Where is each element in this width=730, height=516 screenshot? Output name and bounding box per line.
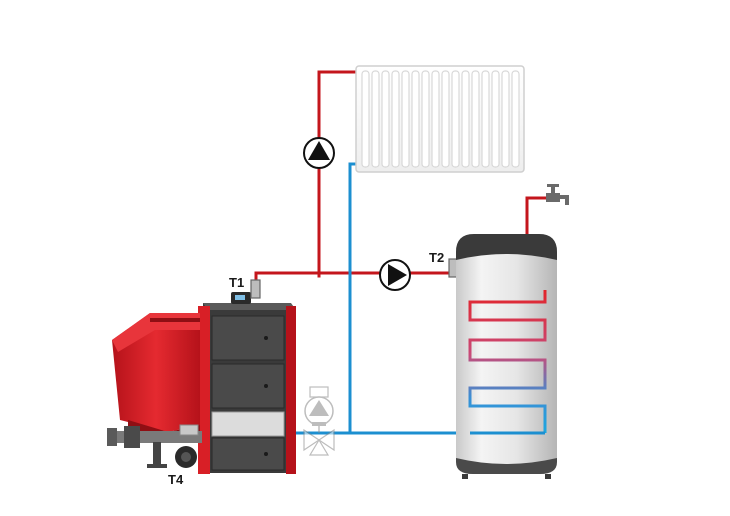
t1-sensor — [250, 279, 261, 299]
tap-icon — [546, 184, 569, 205]
heat-exchanger-coil — [468, 290, 547, 433]
radiator-pump — [303, 137, 335, 169]
hot-water-tank — [456, 234, 557, 479]
auger-feeder — [107, 424, 202, 468]
boiler — [198, 292, 296, 474]
label-t2: T2 — [429, 250, 444, 265]
tank-pump — [379, 259, 411, 291]
controller-icon — [231, 292, 251, 304]
mixing-valve-icon — [303, 422, 335, 456]
pump-icon — [308, 141, 330, 160]
radiator-icon — [361, 70, 520, 168]
radiator — [355, 65, 525, 173]
pellet-hopper — [112, 313, 200, 440]
mixing-valve-assembly — [303, 386, 335, 456]
pump-icon — [388, 264, 407, 286]
label-t1: T1 — [229, 275, 244, 290]
label-t4: T4 — [168, 472, 184, 487]
